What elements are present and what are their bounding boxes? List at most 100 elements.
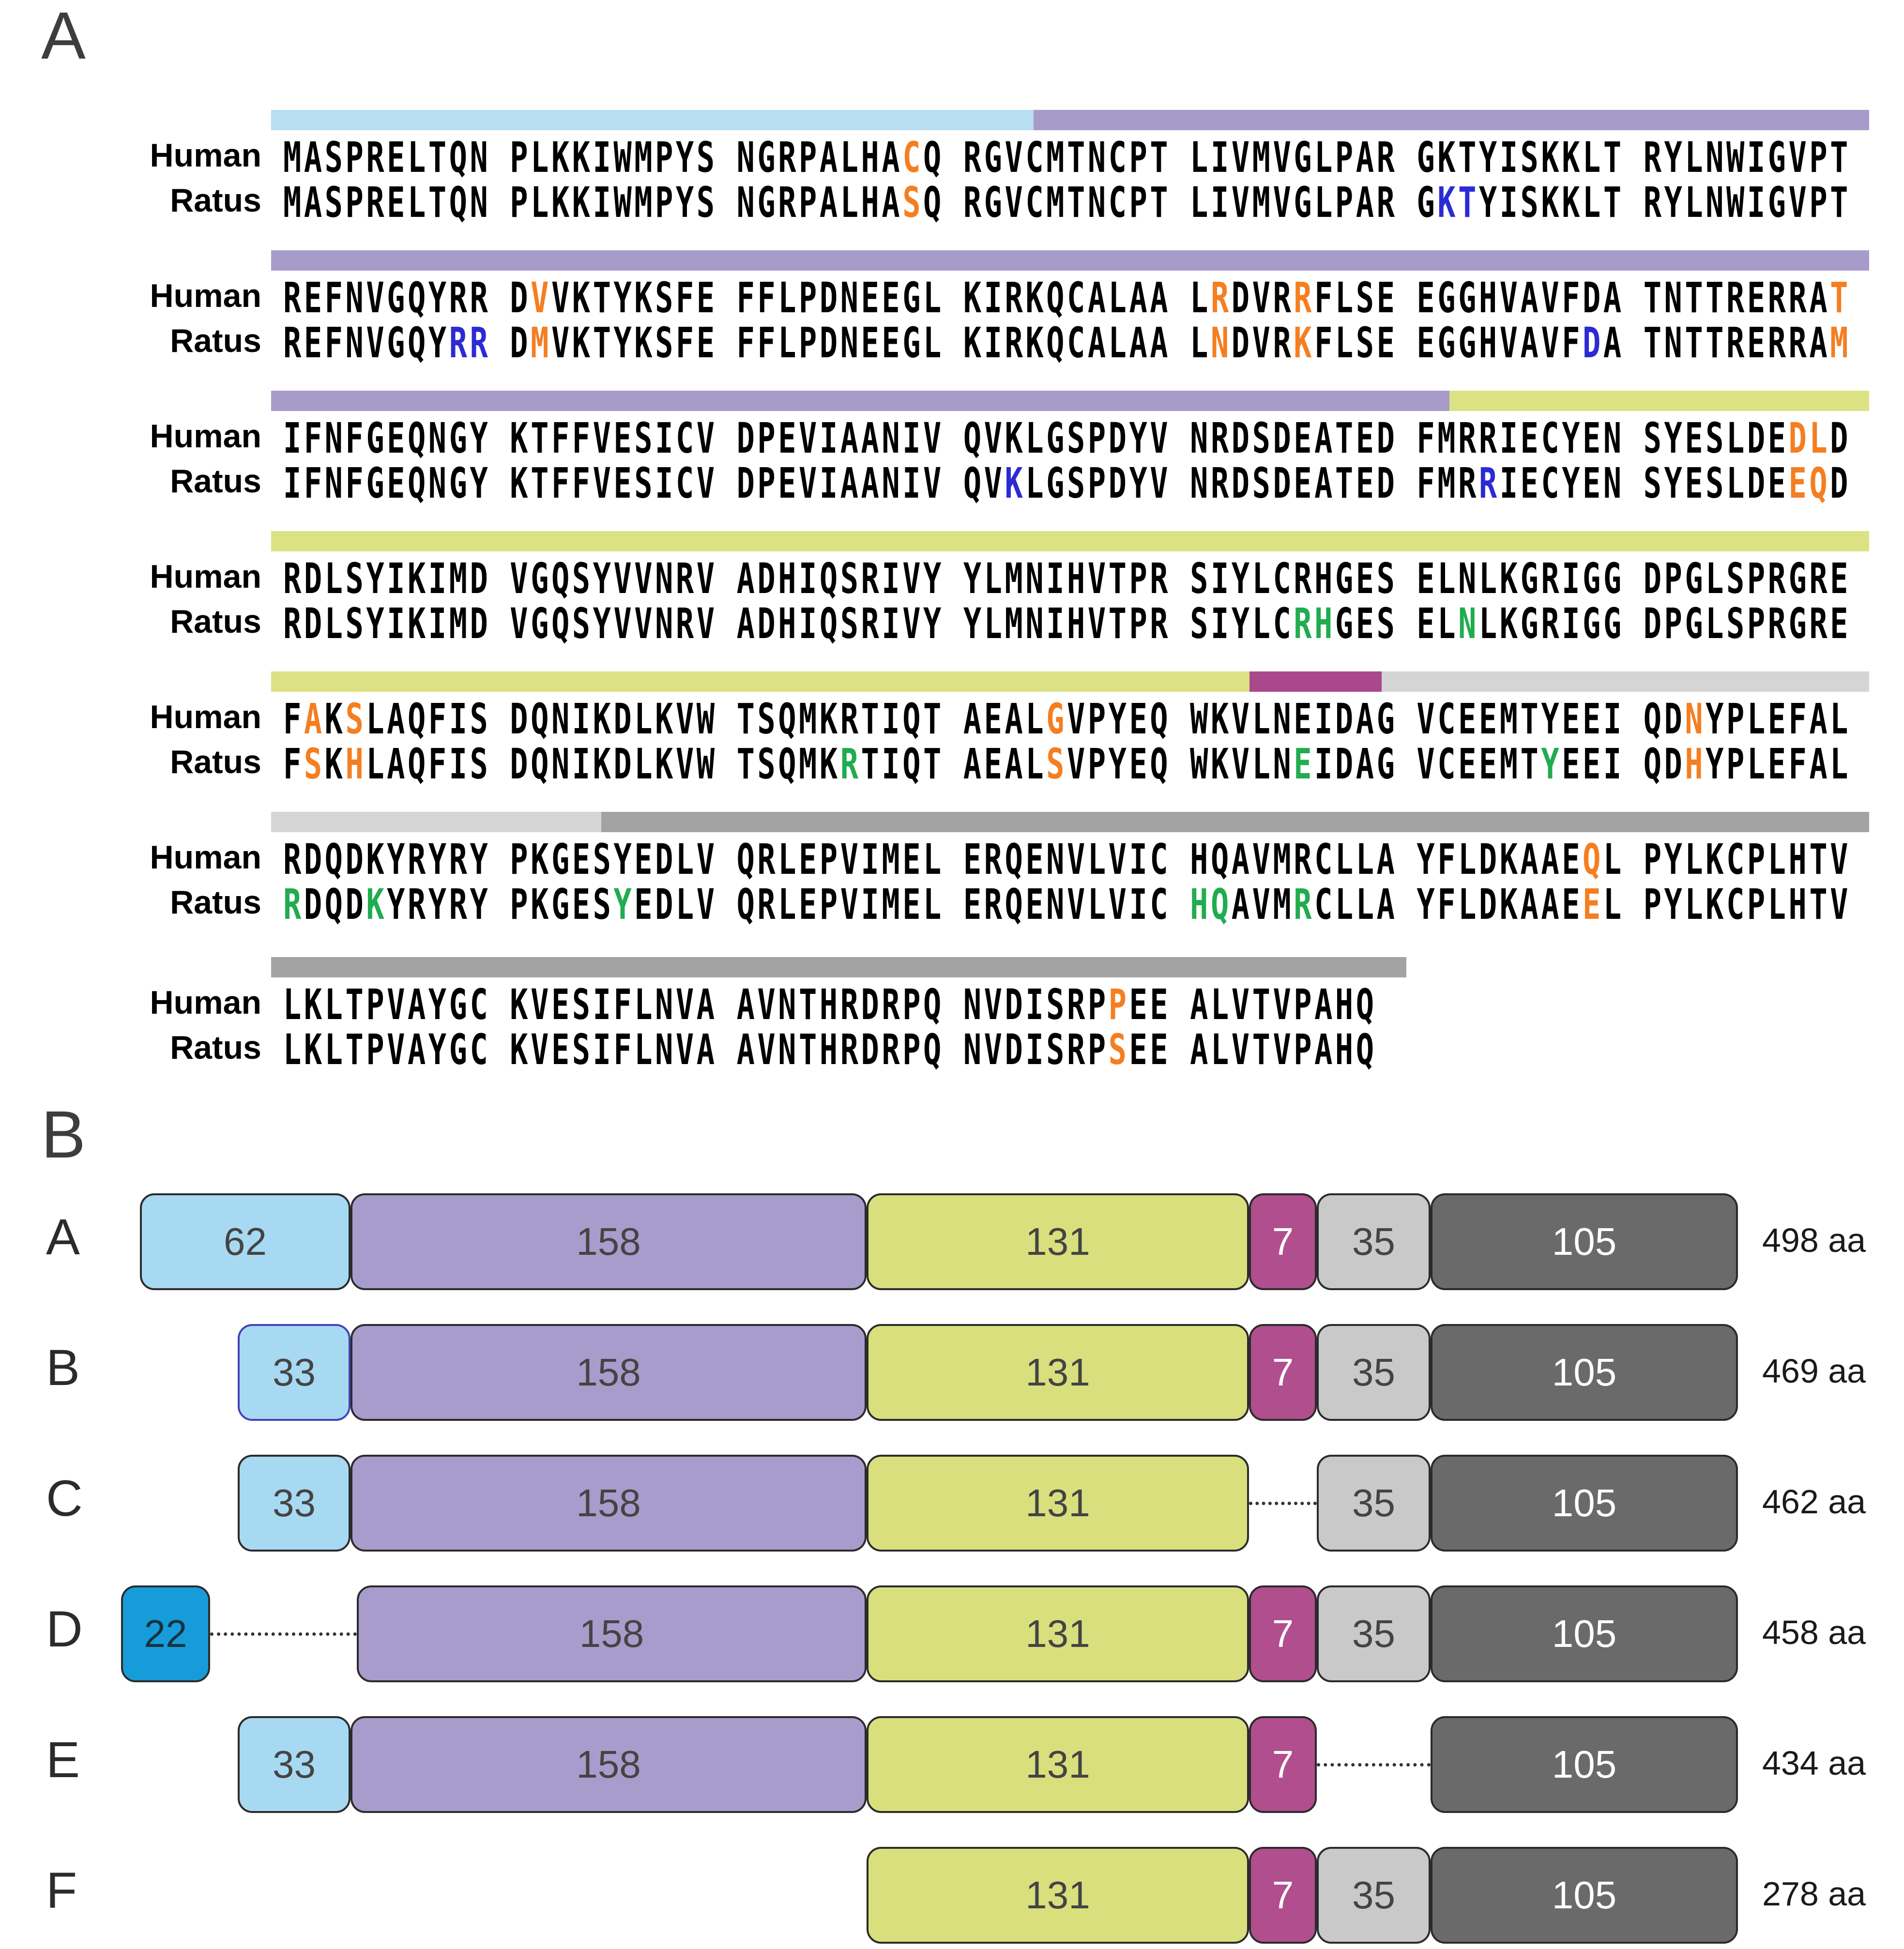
sequence-letter: T <box>799 979 820 1029</box>
isoform-length-label: 434 aa <box>1762 1744 1866 1782</box>
domain-box: 33 <box>238 1324 350 1421</box>
sequence-letter: A <box>1603 318 1624 367</box>
sequence-letter: Q <box>923 979 944 1029</box>
sequence-letter: P <box>1335 132 1356 182</box>
sequence-letter: L <box>1190 273 1211 322</box>
sequence-letter: V <box>1231 979 1252 1029</box>
sequence-letter: L <box>407 132 428 182</box>
sequence-letter: T <box>1685 273 1706 322</box>
sequence-letter: D <box>1005 1024 1026 1074</box>
sequence-letter: S <box>470 739 491 789</box>
sequence-letter: V <box>531 273 551 322</box>
sequence-letter: R <box>963 132 984 182</box>
sequence-letter: T <box>1520 739 1541 789</box>
sequence-letter: R <box>1809 553 1830 603</box>
sequence-letter: L <box>1706 553 1726 603</box>
sequence-letter: V <box>1150 458 1171 508</box>
splice-connector <box>210 1632 357 1636</box>
sequence-letter: T <box>1706 273 1726 322</box>
sequence-column: LIVMVGLPAR <box>1190 136 1397 179</box>
sequence-letter: T <box>1830 177 1851 227</box>
sequence-letter: Y <box>1231 553 1252 603</box>
sequence-letter: K <box>819 694 840 744</box>
sequence-letter: H <box>819 1024 840 1074</box>
sequence-letter: S <box>757 739 778 789</box>
sequence-letter: I <box>1603 694 1624 744</box>
sequence-letter: I <box>861 834 882 884</box>
sequence-letter: Y <box>1108 739 1129 789</box>
sequence-letter: L <box>1583 177 1603 227</box>
sequence-letter: T <box>1150 177 1171 227</box>
domain-bar-segment <box>271 391 1450 411</box>
sequence-letter: F <box>324 273 346 322</box>
sequence-letter: C <box>1726 879 1747 929</box>
sequence-letter: R <box>984 879 1005 929</box>
sequence-letter: R <box>1294 273 1315 322</box>
sequence-letter: P <box>1087 458 1109 508</box>
sequence-letter: E <box>984 739 1005 789</box>
sequence-letter: K <box>1541 177 1562 227</box>
sequence-letter: D <box>1273 458 1294 508</box>
sequence-letter: V <box>613 553 635 603</box>
sequence-letter: N <box>428 458 449 508</box>
sequence-letter: M <box>799 694 820 744</box>
species-label: Ratus <box>170 884 261 921</box>
isoform-length-label: 458 aa <box>1762 1614 1866 1651</box>
sequence-letter: P <box>366 1024 387 1074</box>
sequence-letter: L <box>1252 694 1273 744</box>
sequence-letter: N <box>470 177 491 227</box>
sequence-letter: T <box>1603 177 1624 227</box>
isoform-label: F <box>46 1862 77 1919</box>
sequence-column: REFNVGQYRR <box>283 321 490 364</box>
sequence-letter: E <box>1685 458 1706 508</box>
sequence-letter: Q <box>1643 694 1664 744</box>
domain-box: 158 <box>350 1455 867 1552</box>
sequence-letter: K <box>634 318 655 367</box>
sequence-letter: A <box>696 1024 717 1074</box>
sequence-letter: I <box>655 413 676 463</box>
sequence-letter: L <box>1190 132 1211 182</box>
sequence-letter: V <box>675 694 697 744</box>
sequence-letter: I <box>819 458 840 508</box>
sequence-letter: K <box>1005 458 1026 508</box>
domain-box: 131 <box>867 1716 1249 1813</box>
sequence-letter: E <box>551 979 572 1029</box>
sequence-letter: E <box>1562 739 1583 789</box>
sequence-letter: G <box>1767 177 1789 227</box>
sequence-letter: P <box>655 132 676 182</box>
sequence-letter: I <box>882 598 903 648</box>
sequence-letter: Y <box>1562 458 1583 508</box>
sequence-letter: Y <box>1706 739 1726 789</box>
sequence-letter: L <box>1252 553 1273 603</box>
sequence-letter: I <box>799 553 820 603</box>
sequence-letter: T <box>1066 132 1088 182</box>
sequence-letter: G <box>1520 598 1541 648</box>
sequence-letter: Y <box>428 1024 449 1074</box>
sequence-letter: Y <box>428 979 449 1029</box>
domain-bar <box>271 812 1869 832</box>
sequence-letter: A <box>696 979 717 1029</box>
sequence-letter: T <box>1150 132 1171 182</box>
sequence-letter: A <box>1356 132 1377 182</box>
sequence-letter: Q <box>1210 879 1232 929</box>
sequence-letter: S <box>1252 413 1273 463</box>
isoform-length-label: 278 aa <box>1762 1875 1866 1913</box>
sequence-letter: L <box>675 879 697 929</box>
sequence-column: NVDISRPPEE <box>963 983 1171 1026</box>
sequence-letter: L <box>1603 879 1624 929</box>
sequence-letter: R <box>366 132 387 182</box>
sequence-letter: R <box>840 739 861 789</box>
domain-box: 7 <box>1249 1716 1317 1813</box>
sequence-letter: D <box>1273 413 1294 463</box>
sequence-column: LKLTPVAYGC <box>283 1028 490 1071</box>
sequence-letter: H <box>778 553 799 603</box>
sequence-letter: A <box>963 694 984 744</box>
sequence-letter: T <box>1335 458 1356 508</box>
sequence-column: IFNFGEQNGY <box>283 417 490 459</box>
sequence-letter: G <box>757 132 778 182</box>
sequence-letter: A <box>1376 879 1398 929</box>
sequence-letter: Y <box>428 273 449 322</box>
